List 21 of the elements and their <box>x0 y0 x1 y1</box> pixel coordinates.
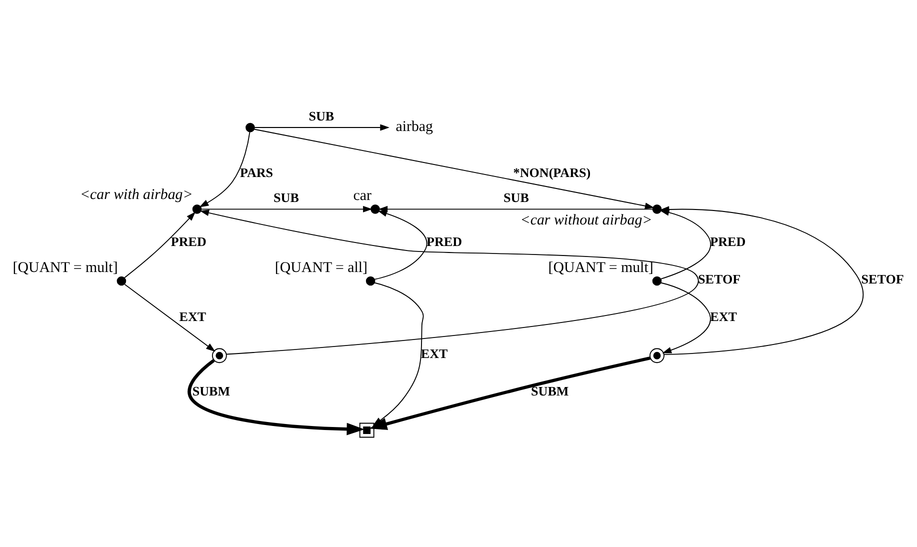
edge-label: SUB <box>308 108 334 123</box>
edge-label: EXT <box>179 308 206 324</box>
node-label: <car with airbag> <box>80 186 193 203</box>
edge-label: *NON(PARS) <box>513 164 591 180</box>
node-text: airbag <box>396 118 434 135</box>
edge-label: PRED <box>710 234 746 249</box>
node-label: car <box>353 188 372 204</box>
edge-label: SETOF <box>861 271 904 286</box>
node-label: [QUANT = mult] <box>12 259 118 276</box>
edge-label: SETOF <box>698 271 741 286</box>
edge-label: EXT <box>710 308 737 324</box>
edge-label: PARS <box>240 164 274 180</box>
edge-label: SUBM <box>192 382 230 398</box>
edge-label: SUBM <box>531 382 569 398</box>
edge-label: SUB <box>504 189 529 204</box>
node-label: <car without airbag> <box>520 212 652 228</box>
node-label: [QUANT = mult] <box>548 259 654 276</box>
node-label: [QUANT = all] <box>274 259 368 276</box>
edge-label: PRED <box>170 234 206 249</box>
edge-label: SUB <box>274 189 299 204</box>
edge-label: PRED <box>426 234 462 249</box>
